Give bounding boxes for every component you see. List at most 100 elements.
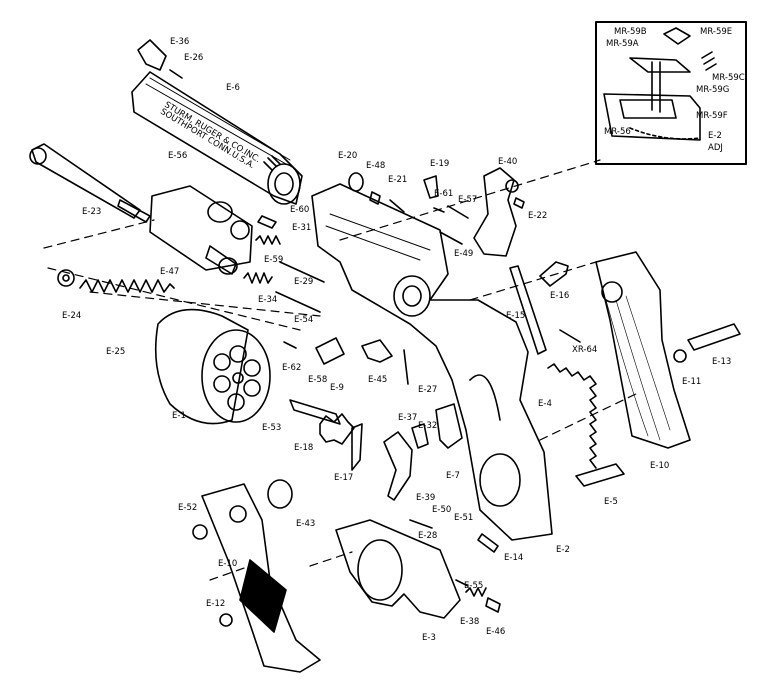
plunger-part xyxy=(369,191,381,205)
grip-panel-right xyxy=(595,251,691,449)
label-e13: E-13 xyxy=(712,357,731,367)
label-e26: E-26 xyxy=(184,53,203,63)
label-e31: E-31 xyxy=(292,223,311,233)
spring-seat xyxy=(575,463,625,487)
label-e49: E-49 xyxy=(454,249,473,259)
label-e2: E-2 xyxy=(556,545,570,555)
plunger-e46 xyxy=(485,597,501,613)
grip-medallion xyxy=(267,479,293,509)
label-e55: E-55 xyxy=(464,581,483,591)
pin-e27 xyxy=(403,349,409,385)
label-e36: E-36 xyxy=(170,37,189,47)
trigger-guard xyxy=(335,519,461,619)
label-e56: E-56 xyxy=(168,151,187,161)
pin-e31 xyxy=(257,215,277,229)
label-e39: E-39 xyxy=(416,493,435,503)
transfer-bar xyxy=(509,265,547,355)
label-mr59g: MR-59G xyxy=(696,85,729,95)
label-e9: E-9 xyxy=(330,383,344,393)
label-e27: E-27 xyxy=(418,385,437,395)
cylinder xyxy=(154,308,271,425)
label-mr59b: MR-59B xyxy=(614,27,647,37)
front-sight-part xyxy=(137,39,167,71)
pin-e62 xyxy=(283,341,297,349)
label-adj: ADJ xyxy=(708,143,723,153)
label-e32: E-32 xyxy=(418,421,437,431)
label-e11: E-11 xyxy=(682,377,701,387)
label-e43: E-43 xyxy=(296,519,315,529)
label-e40: E-40 xyxy=(498,157,517,167)
grip-panel-left xyxy=(201,483,321,673)
label-e50: E-50 xyxy=(432,505,451,515)
label-e58: E-58 xyxy=(308,375,327,385)
washer-part xyxy=(57,269,75,287)
label-e25: E-25 xyxy=(106,347,125,357)
barrel-rib xyxy=(131,71,303,205)
label-e29: E-29 xyxy=(294,277,313,287)
label-e61: E-61 xyxy=(434,189,453,199)
label-e34: E-34 xyxy=(258,295,277,305)
label-e60: E-60 xyxy=(290,205,309,215)
trigger-spring-part xyxy=(351,423,363,471)
label-e12: E-12 xyxy=(206,599,225,609)
label-e10-left: E-10 xyxy=(218,559,237,569)
label-mr59e: MR-59E xyxy=(700,27,732,37)
label-e24: E-24 xyxy=(62,311,81,321)
mainspring xyxy=(547,363,597,469)
label-e46: E-46 xyxy=(486,627,505,637)
label-mr59c: MR-59C xyxy=(712,73,745,83)
label-e51: E-51 xyxy=(454,513,473,523)
latch-part xyxy=(348,172,364,192)
ejector-spring xyxy=(79,279,175,293)
label-e23: E-23 xyxy=(82,207,101,217)
rear-sight-inset xyxy=(595,21,747,165)
cylinder-lock xyxy=(411,423,429,449)
pin-e28 xyxy=(409,519,433,529)
spring-e38 xyxy=(465,587,487,597)
label-e14: E-14 xyxy=(504,553,523,563)
label-mr59a: MR-59A xyxy=(606,39,639,49)
label-e6: E-6 xyxy=(226,83,240,93)
label-e18: E-18 xyxy=(294,443,313,453)
label-e5: E-5 xyxy=(604,497,618,507)
label-e37: E-37 xyxy=(398,413,417,423)
latch-button xyxy=(315,337,345,365)
label-e10-right: E-10 xyxy=(650,461,669,471)
trigger-link xyxy=(435,403,463,449)
grip-nut-left xyxy=(219,613,233,627)
grip-screw-left xyxy=(192,524,208,540)
hammer xyxy=(473,167,517,257)
trigger xyxy=(383,431,413,501)
pin-e21 xyxy=(389,199,405,213)
cylinder-latch-pin xyxy=(539,261,569,287)
label-e20: E-20 xyxy=(338,151,357,161)
grip-nut xyxy=(673,349,687,363)
label-e17: E-17 xyxy=(334,473,353,483)
label-e62: E-62 xyxy=(282,363,301,373)
label-e1: E-1 xyxy=(172,411,186,421)
label-e22: E-22 xyxy=(528,211,547,221)
label-e4: E-4 xyxy=(538,399,552,409)
grip-screw xyxy=(687,323,741,351)
assembly-lines xyxy=(43,159,641,581)
label-e16: E-16 xyxy=(550,291,569,301)
ratchet-ejector xyxy=(289,399,355,445)
label-e15: E-15 xyxy=(506,311,525,321)
label-e7: E-7 xyxy=(446,471,460,481)
crane-latch xyxy=(361,339,393,363)
label-e57: E-57 xyxy=(458,195,477,205)
label-e47: E-47 xyxy=(160,267,179,277)
label-mr56: MR-56 xyxy=(604,127,631,137)
pin-e55 xyxy=(455,579,469,587)
label-e54: E-54 xyxy=(294,315,313,325)
pin-xr64 xyxy=(559,329,581,343)
pin-e14 xyxy=(477,533,499,553)
revolver-frame xyxy=(311,183,553,541)
pin-e54 xyxy=(275,291,321,313)
label-e48: E-48 xyxy=(366,161,385,171)
label-e45: E-45 xyxy=(368,375,387,385)
label-e59: E-59 xyxy=(264,255,283,265)
label-e2-adj: E-2 xyxy=(708,131,722,141)
pin-e49 xyxy=(439,231,463,245)
